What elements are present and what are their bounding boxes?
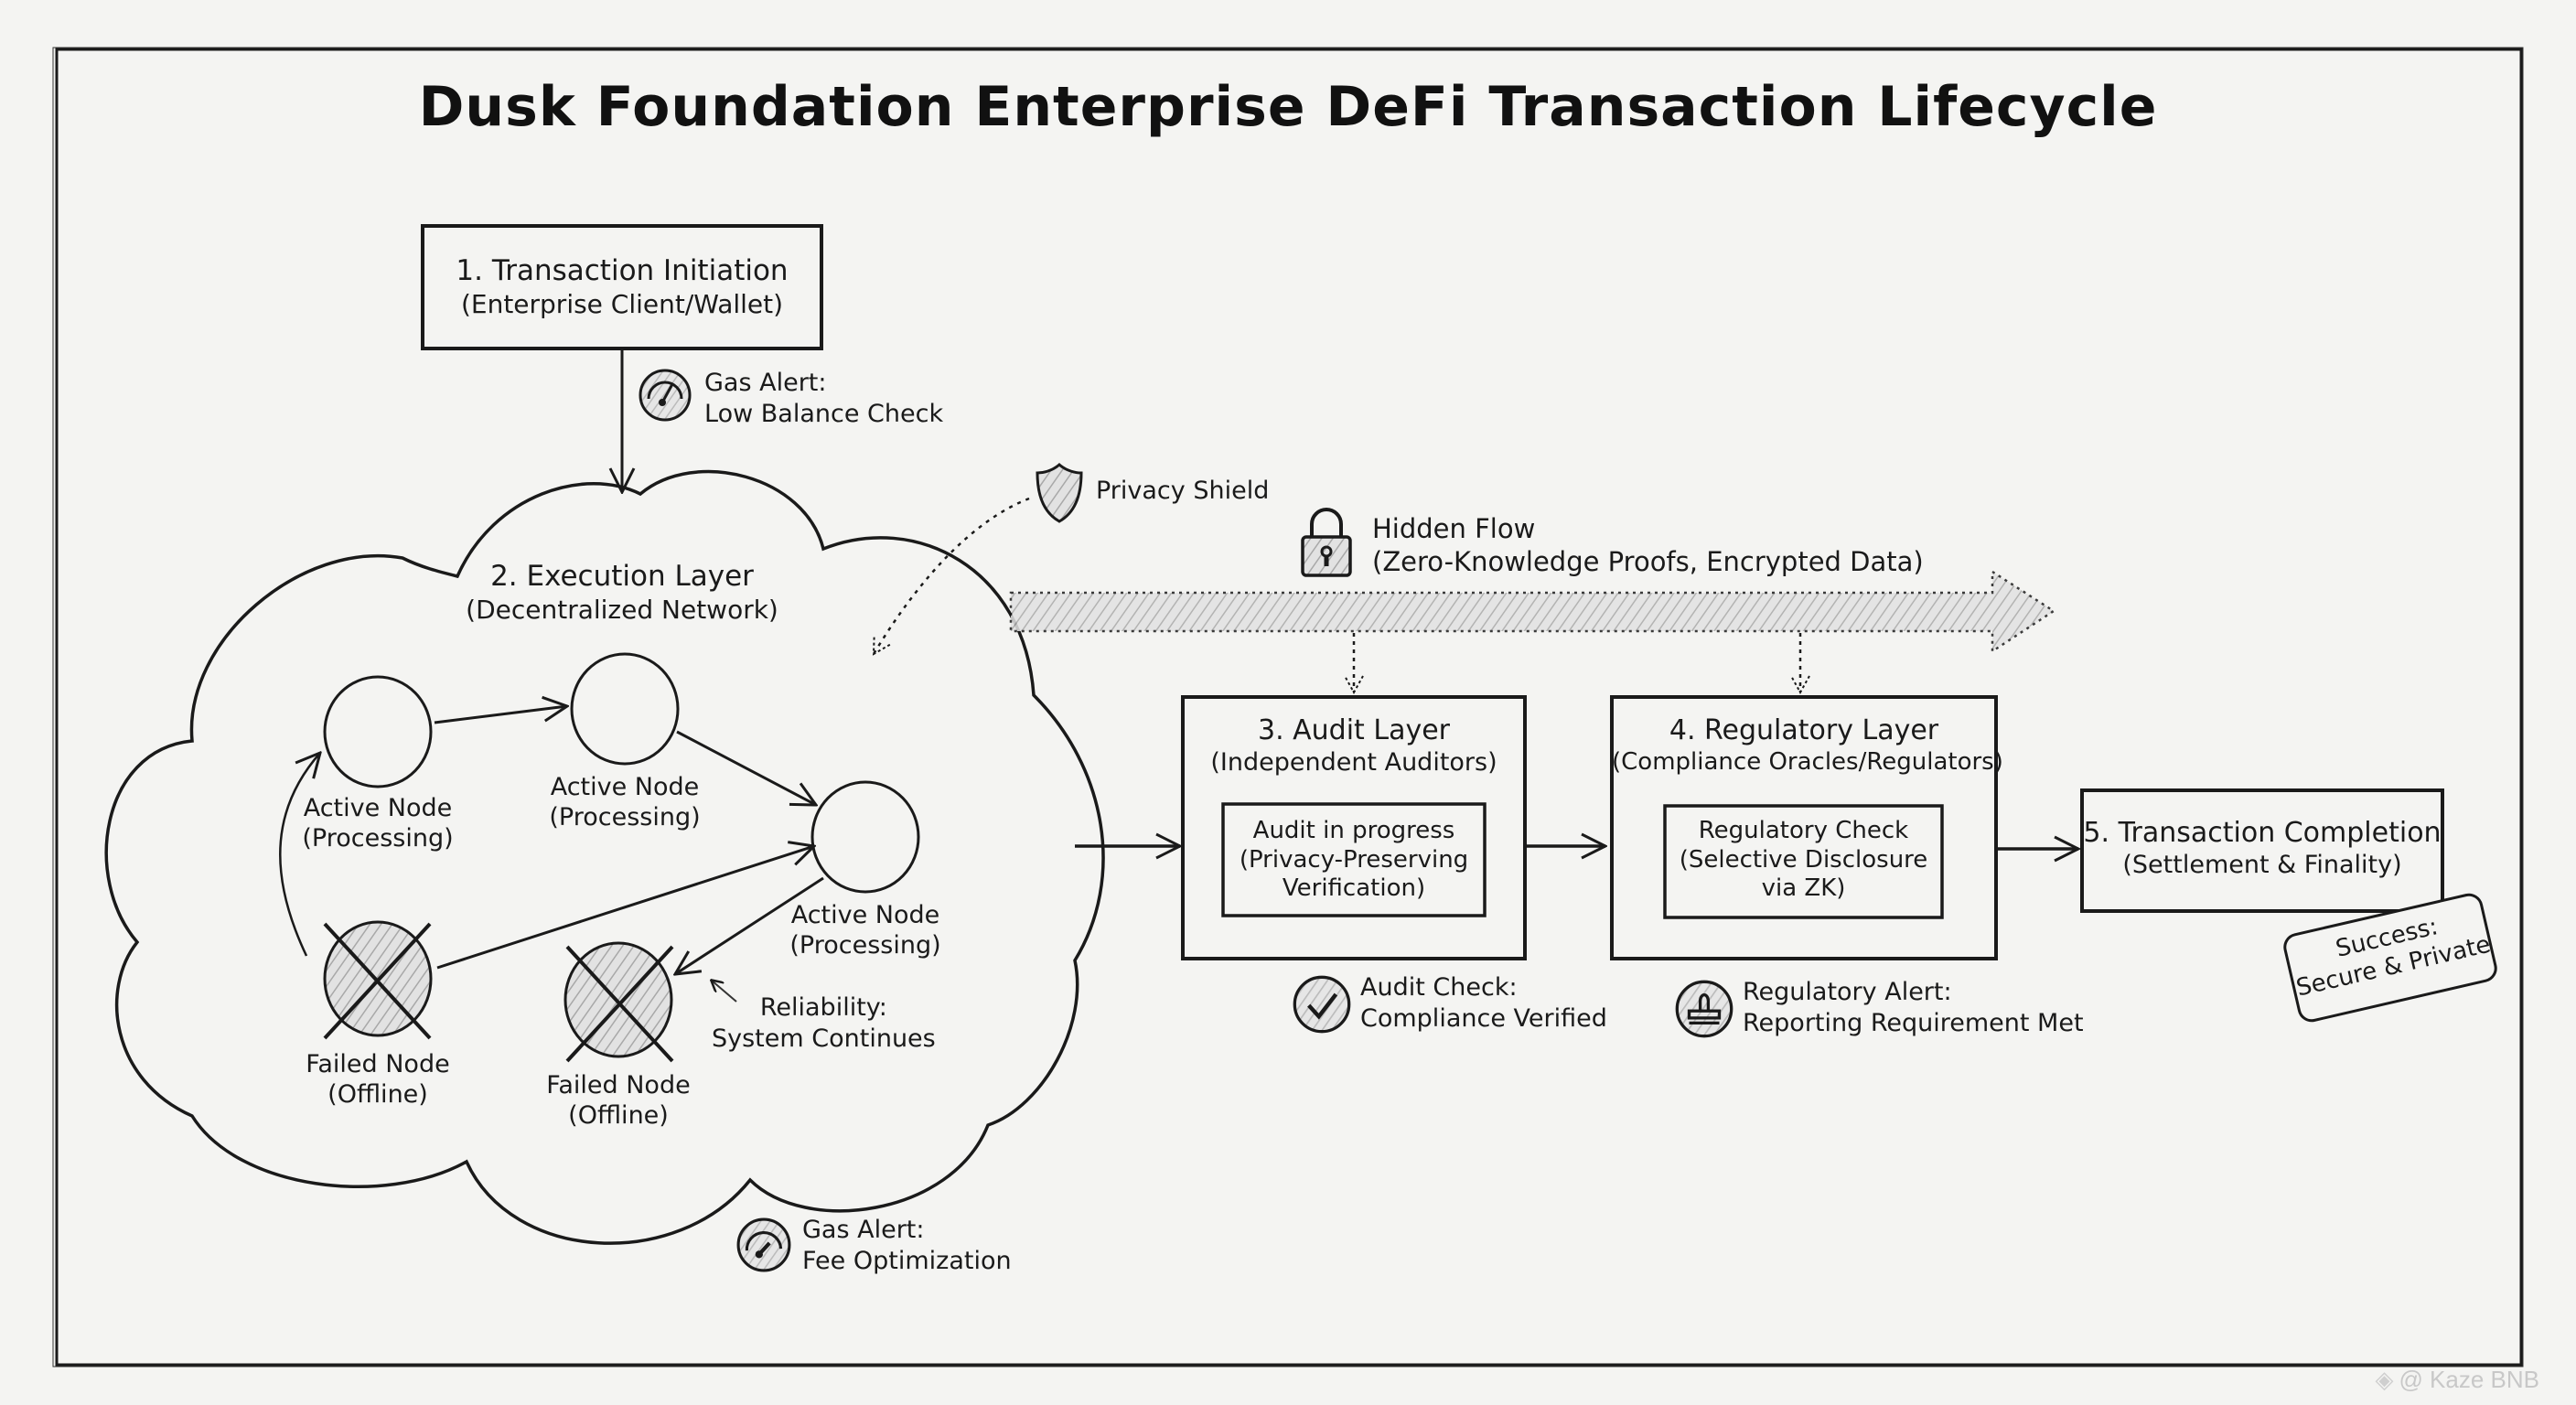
gas-alert-fee-title: Gas Alert: xyxy=(802,1216,925,1244)
regulatory-inner-box xyxy=(1663,804,1944,919)
node-label-5: Failed Node (Offline) xyxy=(527,1071,710,1132)
gas-alert-low-balance-title: Gas Alert: xyxy=(704,369,827,397)
regulatory-subtitle: (Compliance Oracles/Regulators) xyxy=(1612,747,2003,776)
lock-icon xyxy=(1299,506,1354,583)
completion-label: 5. Transaction Completion (Settlement & … xyxy=(2082,817,2442,881)
completion-subtitle: (Settlement & Finality) xyxy=(2122,850,2402,879)
gas-alert-fee-text: Fee Optimization xyxy=(802,1246,1012,1275)
gas-alert-low-balance: Gas Alert: Low Balance Check xyxy=(704,368,943,430)
hidden-flow-band xyxy=(1009,569,2056,654)
arrow-node2-to-node3 xyxy=(676,730,816,805)
node-state-text: (Offline) xyxy=(568,1100,669,1130)
node-state-text: (Processing) xyxy=(549,802,701,831)
watermark: ◈@ Kaze BNB xyxy=(2375,1366,2539,1394)
audit-check-note: Audit Check: Compliance Verified xyxy=(1360,972,1607,1035)
regulatory-alert-text: Reporting Requirement Met xyxy=(1743,1008,2084,1037)
completion-title: 5. Transaction Completion xyxy=(2083,817,2442,849)
reliability-pointer xyxy=(712,981,737,1003)
stamp-icon xyxy=(1674,979,1734,1043)
gas-alert-fee: Gas Alert: Fee Optimization xyxy=(802,1215,1012,1277)
audit-check-text: Compliance Verified xyxy=(1360,1003,1607,1033)
arrow-failed1-to-node1 xyxy=(279,753,320,957)
node-state-text: (Offline) xyxy=(327,1079,428,1109)
gas-alert-low-balance-text: Low Balance Check xyxy=(704,399,944,428)
active-node-2[interactable] xyxy=(570,652,680,766)
outer-frame xyxy=(55,48,2523,1367)
arrow-failed1-to-node3 xyxy=(436,846,814,970)
node-label-text: Active Node xyxy=(790,901,940,929)
hidden-flow-label: Hidden Flow (Zero-Knowledge Proofs, Encr… xyxy=(1372,512,1924,579)
failed-node-2[interactable] xyxy=(564,941,674,1063)
gauge-icon xyxy=(638,368,692,426)
regulatory-inner-label: Regulatory Check (Selective Disclosure v… xyxy=(1665,817,1942,904)
node-label-text: Active Node xyxy=(303,794,453,822)
node-label-text: Failed Node xyxy=(546,1071,691,1099)
hidden-flow-title: Hidden Flow xyxy=(1372,513,1536,544)
checkmark-icon xyxy=(1292,974,1352,1038)
initiation-label: 1. Transaction Initiation (Enterprise Cl… xyxy=(423,254,821,320)
failed-node-1[interactable] xyxy=(323,920,433,1040)
reliability-title: Reliability: xyxy=(759,993,887,1022)
audit-box[interactable] xyxy=(1181,695,1527,960)
audit-inner-line: (Privacy-Preserving xyxy=(1239,845,1469,874)
audit-subtitle: (Independent Auditors) xyxy=(1210,747,1497,777)
reliability-note: Reliability: System Continues xyxy=(712,992,936,1055)
privacy-shield-pointer xyxy=(874,497,1030,654)
regulatory-box[interactable] xyxy=(1610,695,1998,960)
regulatory-label: 4. Regulatory Layer (Compliance Oracles/… xyxy=(1612,714,2003,777)
privacy-shield-label: Privacy Shield xyxy=(1096,477,1270,505)
execution-label: 2. Execution Layer (Decentralized Networ… xyxy=(393,560,851,626)
shield-icon xyxy=(1034,462,1085,528)
execution-cloud[interactable] xyxy=(104,469,1105,1245)
node-label-1: Active Node (Processing) xyxy=(286,794,469,854)
execution-title: 2. Execution Layer xyxy=(490,560,754,593)
arrow-node1-to-node2 xyxy=(434,706,567,724)
node-state-text: (Processing) xyxy=(302,823,454,853)
audit-inner-box xyxy=(1221,802,1487,917)
gauge-icon xyxy=(735,1217,792,1277)
node-label-text: Failed Node xyxy=(306,1050,450,1078)
node-label-3: Active Node (Processing) xyxy=(774,901,957,961)
audit-inner-line: Audit in progress xyxy=(1252,817,1455,844)
reliability-text: System Continues xyxy=(712,1024,936,1053)
node-state-text: (Processing) xyxy=(789,930,941,960)
regulatory-alert-title: Regulatory Alert: xyxy=(1743,978,1952,1006)
arrow-node3-to-failed2 xyxy=(675,876,824,974)
regulatory-title: 4. Regulatory Layer xyxy=(1669,714,1939,746)
active-node-1[interactable] xyxy=(323,675,433,788)
active-node-3[interactable] xyxy=(810,780,920,894)
hidden-flow-text: (Zero-Knowledge Proofs, Encrypted Data) xyxy=(1372,546,1924,578)
initiation-title: 1. Transaction Initiation xyxy=(456,254,789,287)
regulatory-inner-line: via ZK) xyxy=(1761,874,1846,903)
audit-label: 3. Audit Layer (Independent Auditors) xyxy=(1183,714,1525,778)
node-label-4: Failed Node (Offline) xyxy=(286,1050,469,1110)
regulatory-alert-note: Regulatory Alert: Reporting Requirement … xyxy=(1743,977,2084,1039)
audit-check-title: Audit Check: xyxy=(1360,973,1518,1002)
completion-box[interactable] xyxy=(2080,788,2444,913)
binance-logo-icon: ◈ xyxy=(2375,1366,2394,1393)
initiation-subtitle: (Enterprise Client/Wallet) xyxy=(460,288,784,319)
page-title: Dusk Foundation Enterprise DeFi Transact… xyxy=(418,75,2158,139)
regulatory-inner-line: (Selective Disclosure xyxy=(1679,845,1928,874)
audit-inner-label: Audit in progress (Privacy-Preserving Ve… xyxy=(1223,817,1485,904)
watermark-text: @ Kaze BNB xyxy=(2399,1366,2539,1393)
execution-subtitle: (Decentralized Network) xyxy=(466,594,778,625)
regulatory-inner-line: Regulatory Check xyxy=(1698,817,1909,844)
node-label-2: Active Node (Processing) xyxy=(533,773,716,833)
success-badge xyxy=(2283,893,2497,1023)
node-label-text: Active Node xyxy=(550,773,700,801)
audit-inner-line: Verification) xyxy=(1282,874,1426,903)
audit-title: 3. Audit Layer xyxy=(1257,714,1450,746)
